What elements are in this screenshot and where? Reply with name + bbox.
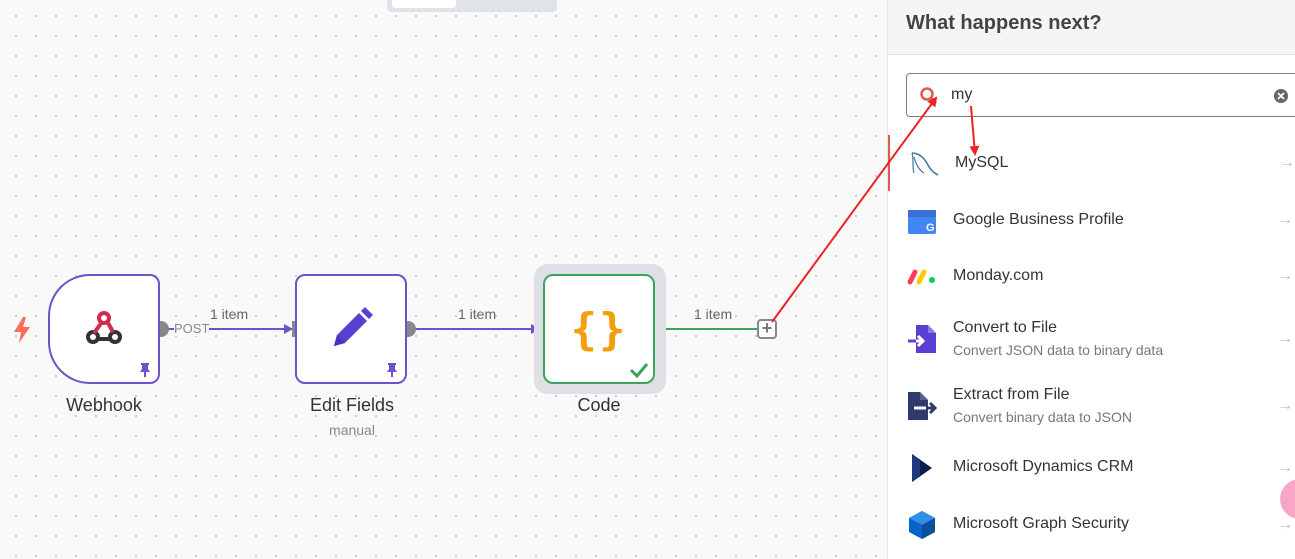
arrow-right-icon: → (1277, 459, 1293, 476)
search-icon (920, 87, 937, 104)
add-node-button[interactable]: + (757, 319, 777, 339)
arrow-right-icon: → (1277, 397, 1293, 414)
item-name: Extract from File (953, 386, 1070, 403)
arrowhead (284, 324, 293, 334)
extract-file-icon (908, 392, 938, 420)
node-webhook[interactable] (48, 274, 160, 384)
node-label-edit-fields: Edit Fields (309, 395, 395, 415)
canvas-mode-toggle[interactable] (387, 0, 557, 12)
clear-search-icon[interactable] (1273, 88, 1289, 104)
panel-header: What happens next? (888, 0, 1295, 55)
list-item-microsoft-dynamics-crm[interactable]: Microsoft Dynamics CRM → (888, 440, 1295, 496)
dynamics-icon (912, 454, 932, 482)
arrow-right-icon: → (1277, 516, 1293, 533)
node-sublabel-edit-fields: manual (329, 422, 375, 438)
arrow-right-icon: → (1277, 211, 1293, 228)
item-name: Convert to File (953, 319, 1058, 336)
list-item-mysql[interactable]: MySQL → (888, 135, 1295, 191)
connection-item-count: 1 item (210, 306, 249, 322)
node-creator-panel: What happens next? MySQL → G Google Busi… (887, 0, 1295, 559)
panel-title: What happens next? (906, 12, 1102, 34)
pin-icon (140, 363, 150, 377)
toggle-segment-active[interactable] (392, 0, 456, 8)
item-name: Google Business Profile (953, 211, 1124, 228)
item-name: Microsoft Graph Security (953, 515, 1130, 532)
arrow-right-icon: → (1277, 267, 1293, 284)
connection-item-count: 1 item (458, 306, 497, 322)
list-item-extract-from-file[interactable]: Extract from File Convert binary data to… (888, 378, 1295, 438)
item-name: Microsoft Dynamics CRM (953, 458, 1134, 475)
node-label-webhook: Webhook (66, 395, 142, 415)
search-box[interactable] (906, 73, 1295, 117)
connection-branch-label: POST (174, 321, 210, 336)
node-label-code: Code (577, 395, 621, 415)
svg-text:G: G (926, 222, 935, 234)
monday-icon (907, 269, 935, 285)
workflow-canvas[interactable]: Webhook Edit Fields manual {} Code 1 ite… (0, 0, 887, 559)
mysql-icon (911, 152, 939, 176)
pin-icon (387, 363, 397, 377)
node-code[interactable]: {} (543, 274, 655, 384)
item-name: MySQL (955, 154, 1009, 171)
list-item-google-business-profile[interactable]: G Google Business Profile → (888, 192, 1295, 248)
success-check-icon (629, 363, 649, 378)
connection-item-count: 1 item (694, 306, 733, 322)
webhook-icon (86, 311, 122, 344)
list-item-monday[interactable]: Monday.com → (888, 248, 1295, 304)
node-edit-fields[interactable] (295, 274, 407, 384)
braces-icon: {} (570, 303, 628, 355)
item-description: Convert binary data to JSON (953, 409, 1132, 425)
convert-file-icon (908, 325, 936, 353)
arrow-right-icon: → (1277, 330, 1293, 347)
trigger-bolt-icon (14, 317, 30, 343)
google-business-icon: G (908, 210, 936, 234)
list-item-convert-to-file[interactable]: Convert to File Convert JSON data to bin… (888, 311, 1295, 371)
search-input[interactable] (951, 83, 1271, 107)
list-item-microsoft-graph-security[interactable]: Microsoft Graph Security → (888, 497, 1295, 553)
pencil-icon (334, 307, 373, 346)
item-description: Convert JSON data to binary data (953, 342, 1164, 358)
arrow-right-icon: → (1279, 154, 1295, 171)
item-name: Monday.com (953, 267, 1044, 284)
help-fab-button[interactable] (1280, 479, 1295, 519)
graph-security-icon (909, 511, 935, 539)
